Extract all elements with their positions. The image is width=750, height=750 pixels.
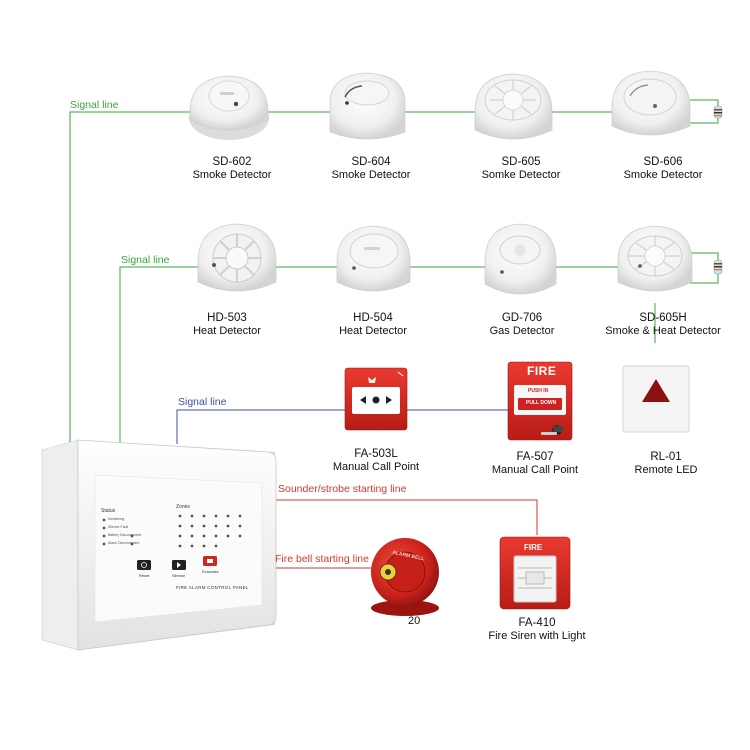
fire-alarm-control-panel (41, 439, 277, 651)
panel-title: FIRE ALARM CONTROL PANEL (176, 585, 249, 590)
evacuate-button-label: Evacuate (202, 569, 219, 574)
sounder-strobe-line-label: Sounder/strobe starting line (278, 483, 407, 495)
manual-call-point-fa503l-icon (344, 367, 408, 431)
smoke-detector-sd604-icon (329, 72, 406, 140)
device-description: Smoke Detector (331, 169, 411, 181)
siren-fire-mark: FIRE (524, 543, 543, 552)
device-label-sd604: SD-604 Smoke Detector (332, 156, 411, 182)
fire-siren-fa410-icon (499, 536, 571, 610)
device-label-fa503l: FA-503L Manual Call Point (333, 448, 419, 474)
device-model: GD-706 (501, 312, 543, 324)
device-label-fa410: FA-410 Fire Siren with Light (488, 617, 585, 643)
fire-bell-line-label: Fire bell starting line (275, 553, 369, 565)
device-model: FA-507 (516, 451, 554, 463)
device-description: Manual Call Point (491, 464, 579, 476)
device-model: SD-605H (639, 312, 687, 324)
signal-line-label-2: Signal line (121, 254, 170, 266)
device-model: SD-604 (351, 156, 391, 168)
device-description: Smoke Detector (623, 169, 703, 181)
device-description: Smoke Detector (192, 169, 272, 181)
end-of-line-resistor-1 (713, 105, 723, 119)
device-label-gd706: GD-706 Gas Detector (490, 312, 555, 338)
device-label-hd503: HD-503 Heat Detector (193, 312, 261, 338)
device-label-fa507: FA-507 Manual Call Point (492, 451, 578, 477)
zone-leds (178, 514, 242, 548)
evacuate-button[interactable] (203, 556, 217, 566)
device-label-sd606: SD-606 Smoke Detector (624, 156, 703, 182)
panel-status-item: Battery Disconnected (108, 533, 142, 537)
device-model: HD-504 (353, 312, 393, 324)
device-label-hd504: HD-504 Heat Detector (339, 312, 407, 338)
panel-status-item: Alarm Disconnected (108, 541, 140, 545)
blue-signal-line (176, 409, 508, 444)
heat-detector-hd503-icon (197, 223, 277, 292)
green-signal-line-2 (119, 252, 719, 447)
smoke-detector-sd606-icon (611, 70, 691, 136)
device-model: FA-410 (518, 617, 556, 629)
silence-button-label: Silence (172, 573, 186, 578)
bell-model-partial-label: 20 (408, 615, 421, 627)
device-description: Heat Detector (193, 325, 261, 337)
smoke-heat-detector-sd605h-icon (617, 225, 693, 292)
device-model: SD-605 (501, 156, 541, 168)
device-description: Remote LED (634, 464, 698, 476)
gas-detector-gd706-icon (484, 223, 557, 295)
remote-led-rl01-icon (622, 365, 690, 433)
device-description: Manual Call Point (332, 461, 420, 473)
device-model: SD-602 (212, 156, 252, 168)
device-description: Gas Detector (489, 325, 555, 337)
device-label-rl01: RL-01 Remote LED (635, 451, 698, 477)
reset-button-label: Reset (139, 573, 150, 578)
signal-line-label-1: Signal line (70, 99, 119, 111)
panel-status-label: Status (101, 508, 116, 514)
device-description: Somke Detector (481, 169, 561, 181)
device-label-sd602: SD-602 Smoke Detector (193, 156, 272, 182)
call-point-push-mark: PUSH IN (528, 388, 549, 394)
device-description: Fire Siren with Light (488, 630, 586, 642)
device-description: Smoke & Heat Detector (605, 325, 721, 337)
call-point-fire-mark: FIRE (527, 364, 557, 378)
signal-line-label-3: Signal line (178, 396, 227, 408)
fire-bell-icon (371, 538, 439, 616)
end-of-line-resistor-2 (713, 259, 723, 275)
heat-detector-hd504-icon (336, 225, 411, 292)
panel-zones-label: Zones (176, 504, 190, 510)
status-leds (102, 518, 134, 546)
smoke-detector-sd605-icon (474, 73, 553, 140)
panel-status-item: Silence Fault (108, 525, 129, 529)
panel-status-item: Monitoring (108, 517, 125, 521)
silence-button[interactable] (172, 560, 186, 570)
device-model: SD-606 (643, 156, 683, 168)
device-label-sd605: SD-605 Somke Detector (482, 156, 561, 182)
device-model: HD-503 (207, 312, 247, 324)
device-model: FA-503L (354, 448, 398, 460)
manual-call-point-fa507-icon (507, 361, 573, 441)
device-label-sd605h: SD-605H Smoke & Heat Detector (605, 312, 721, 338)
smoke-detector-sd602-icon (189, 75, 269, 140)
red-starting-lines (270, 499, 538, 569)
device-description: Heat Detector (339, 325, 407, 337)
call-point-pull-mark: PULL DOWN (526, 400, 557, 406)
device-model: RL-01 (650, 451, 682, 463)
reset-button[interactable] (137, 560, 151, 570)
